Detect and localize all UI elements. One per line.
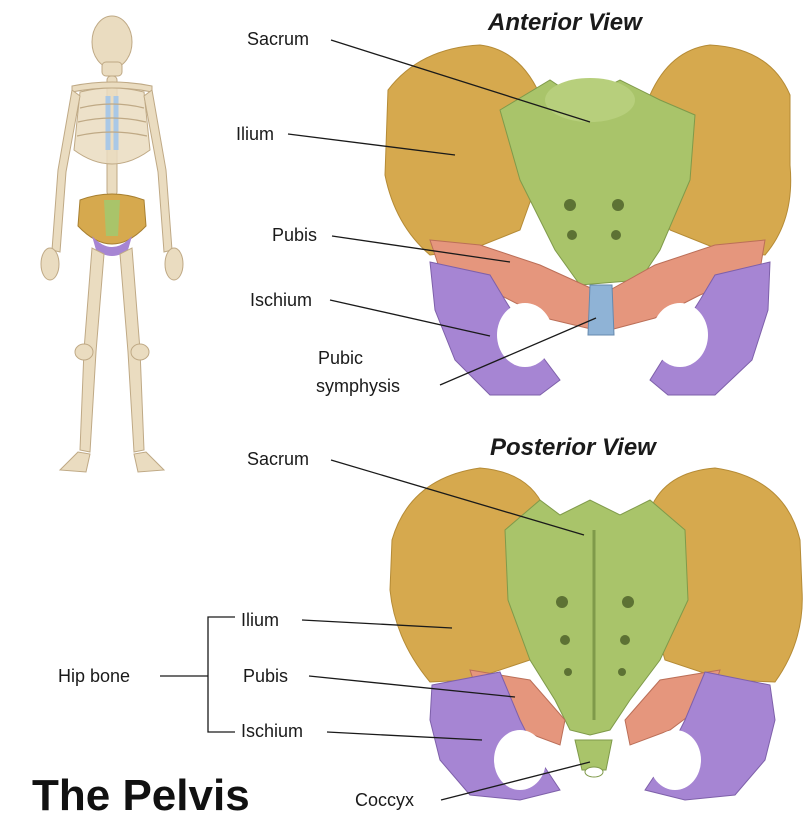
hip-bone-bracket — [208, 617, 235, 732]
posterior-view-heading: Posterior View — [490, 434, 657, 461]
posterior-label-coccyx: Coccyx — [355, 790, 414, 810]
posterior-label-ilium: Ilium — [241, 610, 279, 630]
anterior-view-heading: Anterior View — [487, 9, 643, 36]
posterior-label-pubis: Pubis — [243, 666, 288, 686]
anterior-label-pubic-symphysis-line2: symphysis — [316, 376, 400, 396]
anterior-label-pubic-symphysis-line1: Pubic — [318, 348, 363, 368]
posterior-label-sacrum: Sacrum — [247, 449, 309, 469]
posterior-pelvis-illustration — [390, 468, 802, 800]
anterior-pelvis-illustration — [385, 45, 791, 395]
anterior-label-pubis: Pubis — [272, 225, 317, 245]
skeleton-illustration — [41, 16, 183, 472]
anterior-label-ilium: Ilium — [236, 124, 274, 144]
posterior-label-ischium: Ischium — [241, 721, 303, 741]
anterior-label-ischium: Ischium — [250, 290, 312, 310]
hip-bone-label: Hip bone — [58, 666, 130, 686]
diagram-title: The Pelvis — [32, 771, 250, 820]
anterior-label-sacrum: Sacrum — [247, 29, 309, 49]
